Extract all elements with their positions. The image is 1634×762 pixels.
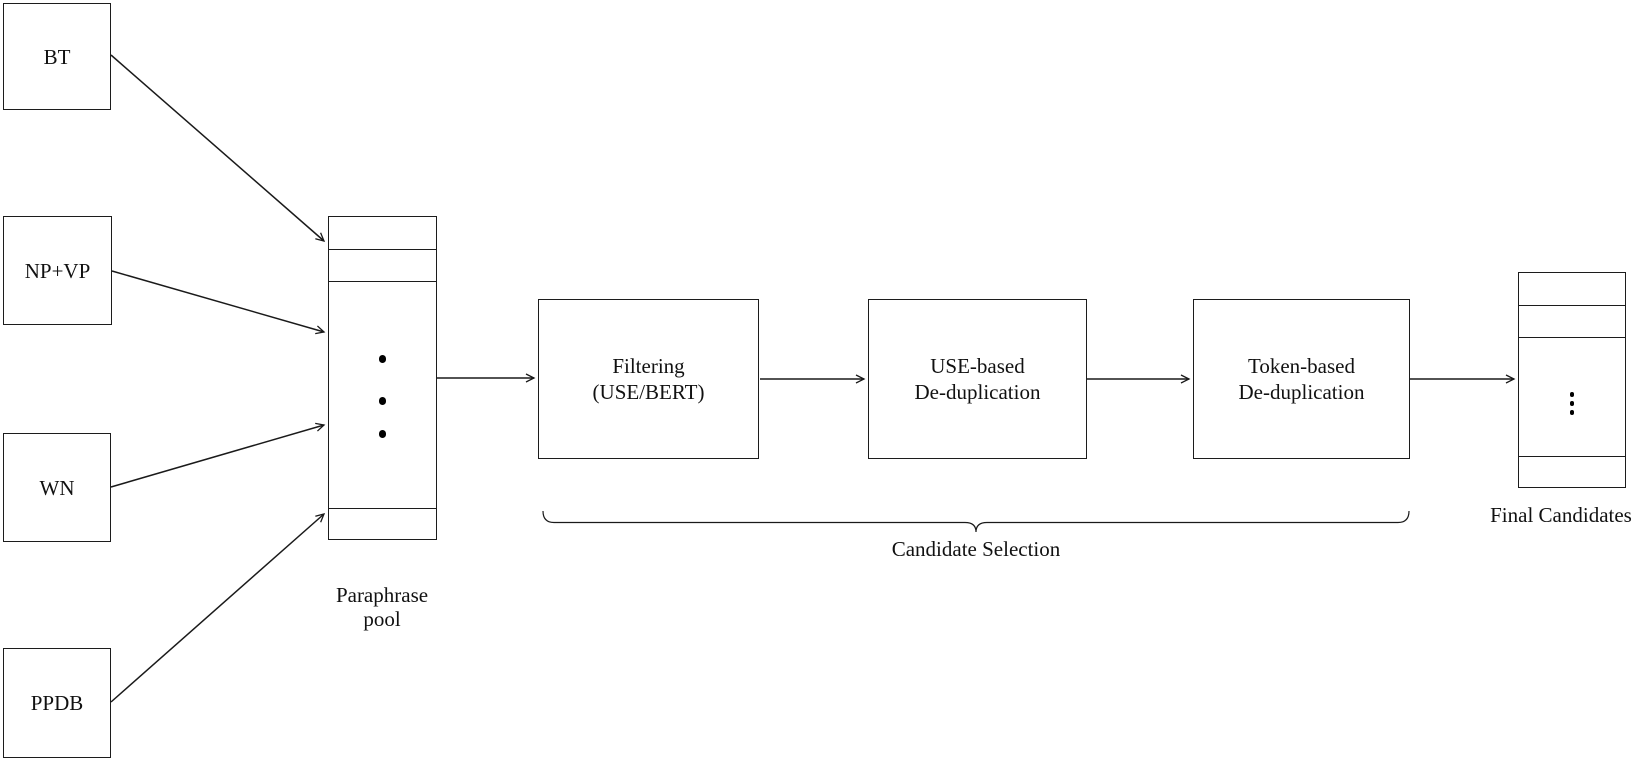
source-box-ppdb: PPDB bbox=[3, 648, 111, 758]
source-box-ppdb-label: PPDB bbox=[30, 691, 84, 715]
arrow-npvp-to-pool bbox=[111, 270, 326, 335]
stage-box-filtering-label: Filtering (USE/BERT) bbox=[593, 353, 705, 405]
paraphrase-pool-stack bbox=[328, 216, 437, 540]
pool-ellipsis-dot bbox=[378, 430, 386, 438]
paraphrase-pool-label-line1: Paraphrase bbox=[335, 583, 429, 607]
stage-box-filtering: Filtering (USE/BERT) bbox=[538, 299, 759, 459]
stage-filtering-line2: (USE/BERT) bbox=[592, 380, 705, 404]
pool-divider-1 bbox=[329, 249, 436, 250]
final-ellipsis-dot bbox=[1569, 392, 1575, 397]
paraphrase-pool-label-line2: pool bbox=[363, 607, 401, 631]
source-box-wn: WN bbox=[3, 433, 111, 542]
source-box-npvp-label: NP+VP bbox=[24, 258, 91, 283]
pool-divider-3 bbox=[329, 508, 436, 509]
stage-token-dedup-line1: Token-based bbox=[1248, 354, 1355, 378]
stage-filtering-line1: Filtering bbox=[612, 354, 685, 378]
paraphrase-pool-label: Paraphrase pool bbox=[302, 583, 462, 631]
source-box-bt: BT bbox=[3, 3, 111, 110]
final-ellipsis-dot bbox=[1569, 410, 1575, 415]
arrow-bt-to-pool bbox=[110, 54, 326, 242]
source-box-bt-label: BT bbox=[43, 44, 71, 69]
pool-divider-2 bbox=[329, 281, 436, 282]
source-box-npvp: NP+VP bbox=[3, 216, 112, 325]
stage-use-dedup-line2: De-duplication bbox=[914, 380, 1041, 404]
candidate-selection-brace bbox=[542, 510, 1410, 533]
pool-ellipsis-dot bbox=[378, 355, 386, 363]
source-box-wn-label: WN bbox=[39, 475, 75, 500]
final-divider-3 bbox=[1519, 456, 1625, 457]
stage-box-token-dedup: Token-based De-duplication bbox=[1193, 299, 1410, 459]
stage-box-use-dedup: USE-based De-duplication bbox=[868, 299, 1087, 459]
final-candidates-stack bbox=[1518, 272, 1626, 488]
stage-token-dedup-line2: De-duplication bbox=[1238, 380, 1365, 404]
final-candidates-label: Final Candidates bbox=[1490, 503, 1632, 527]
arrow-wn-to-pool bbox=[110, 422, 326, 488]
final-divider-1 bbox=[1519, 305, 1625, 306]
arrow-ppdb-to-pool bbox=[110, 513, 326, 703]
candidate-selection-label: Candidate Selection bbox=[891, 537, 1061, 561]
final-ellipsis-dot bbox=[1569, 401, 1575, 406]
stage-box-use-dedup-label: USE-based De-duplication bbox=[915, 353, 1041, 405]
stage-use-dedup-line1: USE-based bbox=[930, 354, 1025, 378]
final-divider-2 bbox=[1519, 337, 1625, 338]
stage-box-token-dedup-label: Token-based De-duplication bbox=[1239, 353, 1365, 405]
pool-ellipsis-dot bbox=[378, 397, 386, 405]
